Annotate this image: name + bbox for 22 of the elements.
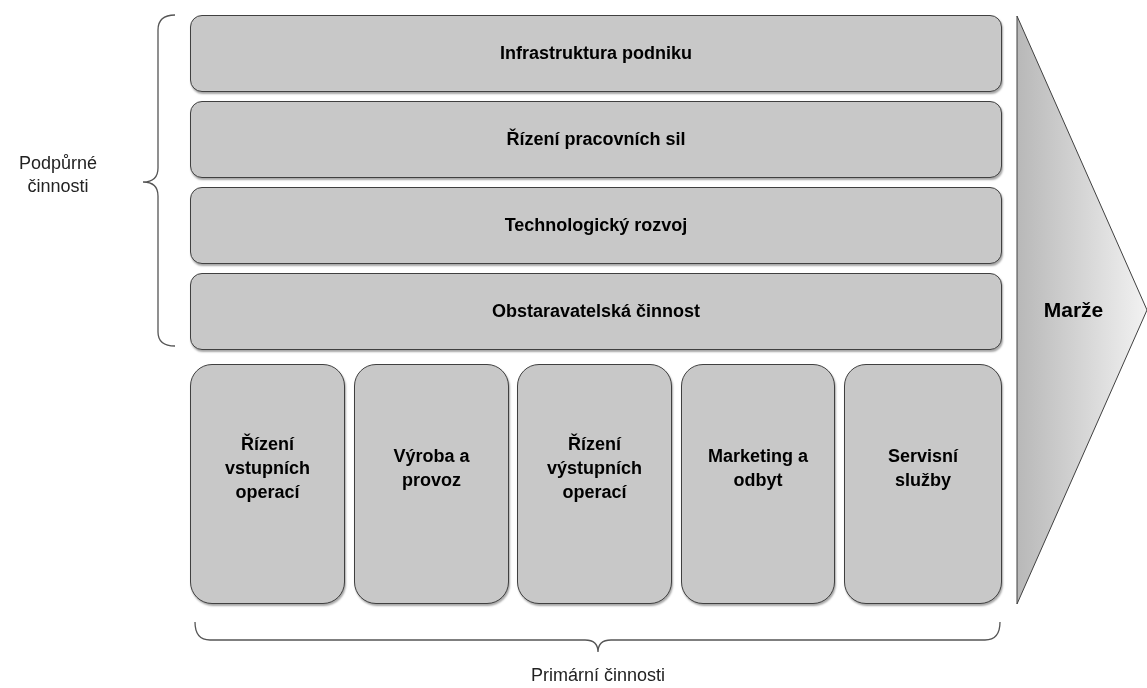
activity-label: Technologický rozvoj [504, 214, 688, 238]
support-activity-bar [190, 15, 1002, 92]
activity-label: Řízení pracovních sil [506, 127, 686, 152]
activity-label: Servisní služby [886, 444, 960, 492]
activity-label: Infrastruktura podniku [500, 42, 692, 66]
primary-activity-box [190, 364, 345, 604]
margin-arrow [1016, 15, 1147, 605]
margin-label: Marže [1043, 297, 1104, 324]
primary-activity-box [844, 364, 1002, 604]
primary-activity-box [354, 364, 509, 604]
support-activity-bar [190, 101, 1002, 178]
activity-label: Obstaravatelská činnost [491, 300, 701, 324]
primary-activity-box [681, 364, 835, 604]
support-activity-bar [190, 273, 1002, 350]
group-label: Podpůrné činnosti [17, 152, 99, 199]
activity-label: Marketing a odbyt [707, 444, 809, 492]
primary-activity-box [517, 364, 672, 604]
activity-label: Řízení vstupních operací [224, 432, 311, 505]
activity-label: Řízení výstupních operací [546, 432, 643, 505]
group-label: Primární činnosti [529, 664, 666, 687]
activity-label: Výroba a provoz [392, 444, 471, 492]
support-activity-bar [190, 187, 1002, 264]
